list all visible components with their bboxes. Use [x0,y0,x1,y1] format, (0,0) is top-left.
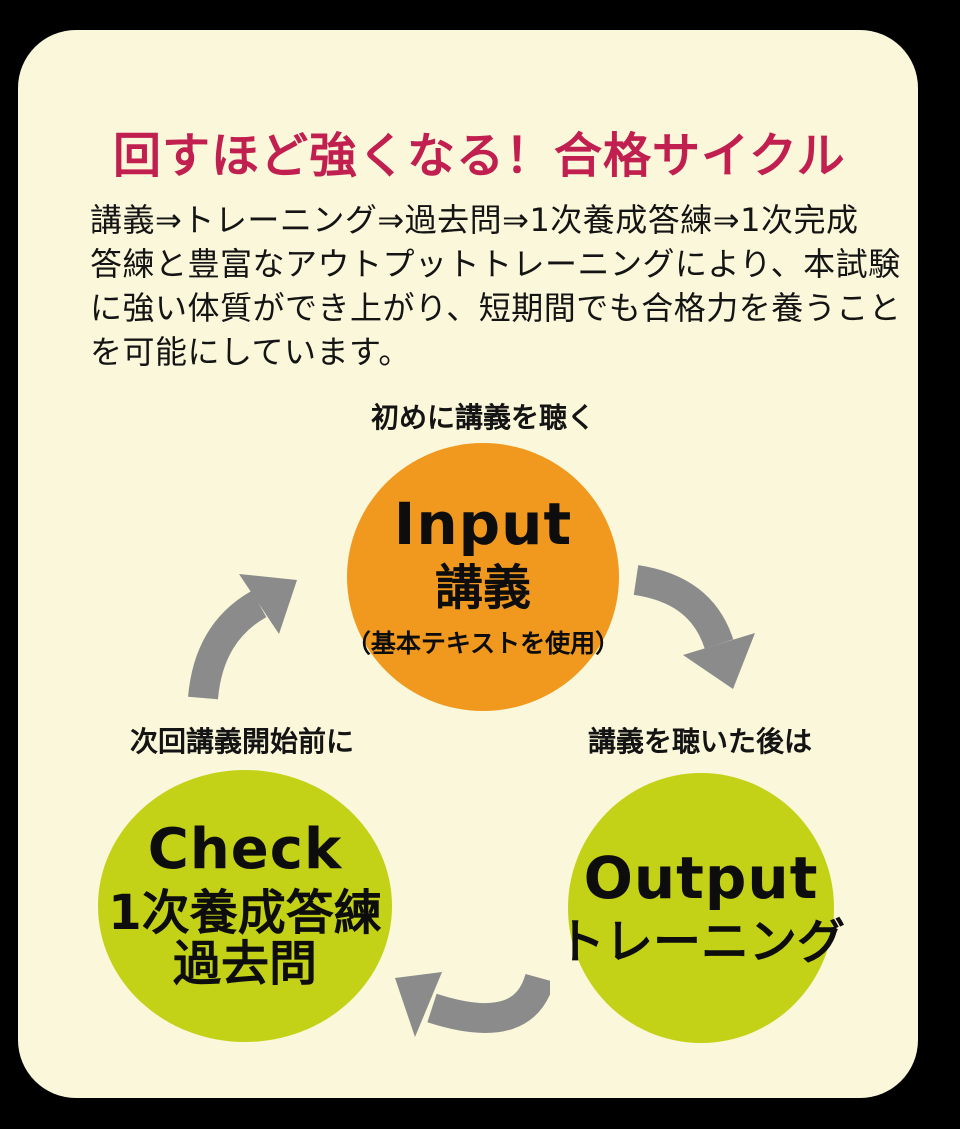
intro-line: 答練と豊富なアウトプットトレーニングにより、本試験 [90,245,901,283]
output-subject: トレーニング [557,913,846,970]
input-label: Input [393,489,573,558]
intro-line: を可能にしています。 [90,333,411,371]
output-to-check-arrow-icon [395,972,550,1037]
output-label: Output [583,843,819,912]
page-title: 回すほど強くなる！合格サイクル [113,128,846,184]
check-to-input-arrow-icon [188,574,297,700]
output-circle: Output トレーニング [557,773,845,1043]
intro-line: 講義⇒トレーニング⇒過去問⇒1次養成答練⇒1次完成 [90,201,859,239]
check-label: Check [147,816,343,882]
input-subject: 講義 [434,559,531,616]
intro-text: 講義⇒トレーニング⇒過去問⇒1次養成答練⇒1次完成 答練と豊富なアウトプットトレ… [90,198,920,374]
check-subject-line1: 1次養成答練 [108,884,382,941]
input-note: （基本テキストを使用） [345,629,621,659]
input-caption: 初めに講義を聴く [370,401,595,434]
input-circle: Input 講義 （基本テキストを使用） [345,443,621,711]
check-subject-line2: 過去問 [172,936,317,993]
output-caption: 講義を聴いた後は [587,725,812,758]
input-to-output-arrow-icon [633,565,755,689]
intro-line: に強い体質ができ上がり、短期間でも合格力を養うこと [90,289,902,327]
check-circle: Check 1次養成答練 過去問 [98,770,392,1042]
check-caption: 次回講義開始前に [129,725,354,758]
